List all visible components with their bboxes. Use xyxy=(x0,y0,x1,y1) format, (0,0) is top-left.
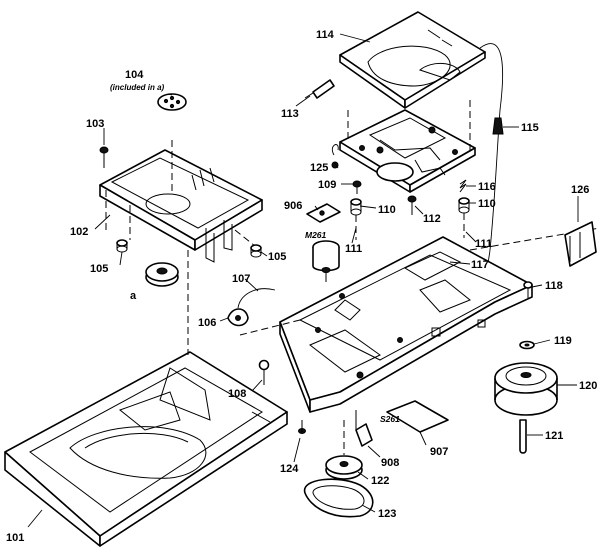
plug-115 xyxy=(492,117,504,135)
belt-123 xyxy=(304,478,374,518)
washer-119 xyxy=(519,340,535,350)
wire-107 xyxy=(237,288,276,309)
label-114: 114 xyxy=(316,29,335,41)
shaft-121 xyxy=(519,419,527,454)
clamper-bracket-102 xyxy=(99,140,263,263)
motor-m261 xyxy=(312,240,340,282)
turntable-120 xyxy=(494,362,558,416)
plate-907 xyxy=(386,400,449,433)
label-109: 109 xyxy=(318,179,336,191)
label-121: 121 xyxy=(545,430,563,442)
label-906: 906 xyxy=(284,200,302,212)
label-115: 115 xyxy=(521,122,539,134)
label-112: 112 xyxy=(423,213,441,225)
screw-124 xyxy=(298,420,306,434)
label-110-left: 110 xyxy=(378,204,396,216)
label-103: 103 xyxy=(86,118,104,130)
gear-122 xyxy=(325,420,363,480)
label-plate-906 xyxy=(306,203,341,223)
bullet-a: a xyxy=(130,290,137,302)
spacer-110-right xyxy=(458,197,470,238)
wire-125 xyxy=(331,144,339,169)
label-125: 125 xyxy=(310,162,328,174)
label-126: 126 xyxy=(571,184,589,196)
label-118: 118 xyxy=(545,280,563,292)
label-116: 116 xyxy=(478,181,496,193)
small-pulley-a xyxy=(145,262,179,287)
label-908: 908 xyxy=(381,457,399,469)
callout-labels: 101 102 103 104 (included in a) 105 105 … xyxy=(6,29,597,544)
switch-908 xyxy=(355,410,373,447)
pcb-plate-114 xyxy=(339,11,504,311)
leader-lines xyxy=(27,33,579,528)
screw-108 xyxy=(258,359,270,385)
main-chassis-117 xyxy=(239,227,601,413)
bracket-126 xyxy=(564,221,597,267)
code-m261: M261 xyxy=(305,230,327,240)
screw-103 xyxy=(99,146,109,168)
label-113: 113 xyxy=(281,108,299,120)
screw-118 xyxy=(523,281,533,298)
spacer-105-right xyxy=(250,244,262,258)
clamper-disk-104 xyxy=(157,93,187,111)
label-105-right: 105 xyxy=(268,251,286,263)
pickup-assembly xyxy=(339,100,476,193)
disc-tray-101 xyxy=(4,250,288,547)
label-124: 124 xyxy=(280,463,299,475)
connector-113 xyxy=(304,79,335,99)
label-122: 122 xyxy=(371,475,389,487)
note-included: (included in a) xyxy=(110,83,165,92)
spacer-110-left xyxy=(350,198,362,240)
clip-106 xyxy=(227,308,249,327)
spring-116 xyxy=(459,179,467,193)
label-120: 120 xyxy=(579,380,597,392)
screw-109 xyxy=(352,180,362,194)
code-s261: S261 xyxy=(380,414,400,424)
label-106: 106 xyxy=(198,317,216,329)
label-107: 107 xyxy=(232,273,250,285)
label-110-right: 110 xyxy=(478,198,496,210)
screw-112 xyxy=(407,195,417,215)
label-111-left: 111 xyxy=(345,243,362,255)
label-123: 123 xyxy=(378,508,396,520)
label-105-left: 105 xyxy=(90,263,108,275)
spacer-105-left xyxy=(116,239,128,253)
label-117: 117 xyxy=(471,259,489,271)
label-104: 104 xyxy=(125,69,144,81)
label-907: 907 xyxy=(430,446,448,458)
label-111-right: 111 xyxy=(475,238,492,250)
label-102: 102 xyxy=(70,226,88,238)
label-101: 101 xyxy=(6,532,24,544)
label-108: 108 xyxy=(228,388,246,400)
label-119: 119 xyxy=(554,335,572,347)
